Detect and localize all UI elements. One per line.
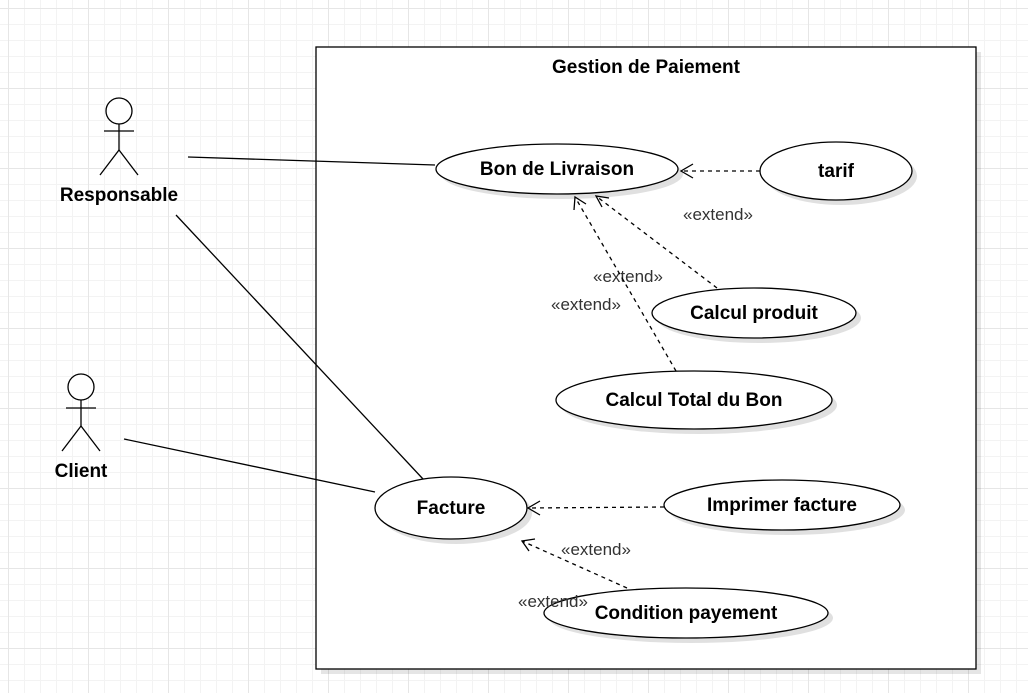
extend-label-calcul-produit: «extend» <box>593 267 663 286</box>
use-case-label: Imprimer facture <box>707 495 857 516</box>
actor-client[interactable] <box>61 373 101 452</box>
extend-label-imprimer: «extend» <box>561 540 631 559</box>
extend-label-calcul-total: «extend» <box>551 295 621 314</box>
actor-left-leg <box>61 425 82 452</box>
actor-right-leg <box>118 149 139 176</box>
actor-responsable-label: Responsable <box>60 185 178 206</box>
system-boundary[interactable] <box>315 46 977 670</box>
open-arrow-icon <box>573 195 587 211</box>
extend-imprimer-to-facture[interactable] <box>526 500 665 516</box>
association-responsable-facture[interactable] <box>175 214 424 480</box>
extend-calcul-total-to-bon-livraison[interactable] <box>573 195 677 372</box>
use-case-facture[interactable]: Facture <box>374 476 532 544</box>
open-arrow-icon <box>526 500 541 516</box>
use-case-tarif[interactable]: tarif <box>759 141 917 205</box>
use-case-imprimer-facture[interactable]: Imprimer facture <box>663 479 905 535</box>
open-arrow-icon <box>594 195 610 208</box>
extend-label-tarif: «extend» <box>683 205 753 224</box>
association-client-facture[interactable] <box>123 438 376 493</box>
actor-responsable[interactable] <box>99 97 139 176</box>
use-case-label: Facture <box>417 498 486 519</box>
actor-head <box>105 97 133 125</box>
use-case-label: Bon de Livraison <box>480 159 634 180</box>
open-arrow-icon <box>520 538 536 552</box>
extend-tarif-to-bon-livraison[interactable] <box>679 163 760 179</box>
actor-left-leg <box>99 149 120 176</box>
actor-right-leg <box>80 425 101 452</box>
actor-head <box>67 373 95 401</box>
extend-calcul-produit-to-bon-livraison[interactable] <box>594 195 718 289</box>
open-arrow-icon <box>679 163 694 179</box>
use-case-label: Calcul Total du Bon <box>606 390 783 411</box>
extend-label-condition: «extend» <box>518 592 588 611</box>
use-case-condition-payement[interactable]: Condition payement <box>543 587 833 643</box>
use-case-label: tarif <box>818 161 855 182</box>
use-case-calcul-produit[interactable]: Calcul produit <box>651 287 861 343</box>
use-case-bon-livraison[interactable]: Bon de Livraison <box>435 143 683 199</box>
actor-client-label: Client <box>55 461 108 482</box>
use-case-label: Calcul produit <box>690 303 818 324</box>
system-title: Gestion de Paiement <box>552 57 741 78</box>
use-case-calcul-total[interactable]: Calcul Total du Bon <box>555 370 837 434</box>
association-responsable-bon-livraison[interactable] <box>187 156 436 166</box>
use-case-label: Condition payement <box>595 603 778 624</box>
extend-condition-to-facture[interactable] <box>520 538 628 589</box>
